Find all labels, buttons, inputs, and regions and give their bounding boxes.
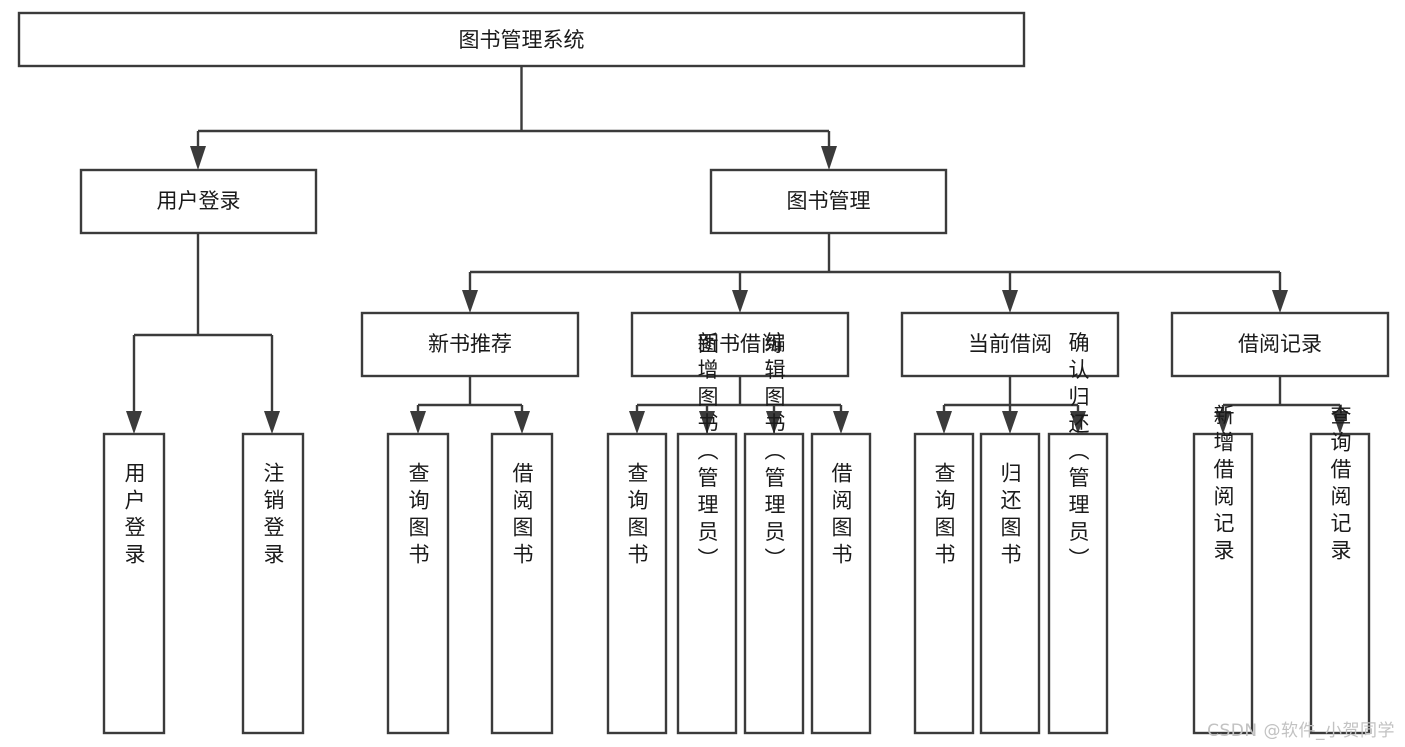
node-leaf-query-record-box[interactable]: [1309, 432, 1371, 735]
node-leaf-return-book[interactable]: 归还图书: [979, 432, 1041, 735]
node-leaf-add-book-box[interactable]: [676, 432, 738, 735]
node-leaf-query-record-label: 查询借阅记录: [1328, 404, 1352, 566]
arrowhead-newbook: [462, 290, 478, 313]
node-book-borrow-label: 图书借阅: [698, 332, 782, 356]
node-leaf-add-book-label: 新增图书（管理员）: [695, 332, 719, 575]
node-user-login-box[interactable]: [79, 168, 318, 235]
arrowhead-user-login-c2: [264, 411, 280, 434]
node-user-login[interactable]: 用户登录: [79, 168, 318, 235]
node-leaf-query-book-2[interactable]: 查询图书: [606, 432, 668, 735]
node-borrow-record[interactable]: 借阅记录: [1170, 311, 1390, 378]
node-leaf-query-book-3-label: 查询图书: [932, 462, 956, 570]
node-book-management[interactable]: 图书管理: [709, 168, 948, 235]
node-user-login-label: 用户登录: [157, 189, 241, 213]
node-borrow-record-label: 借阅记录: [1238, 332, 1322, 356]
node-leaf-borrow-book-1-box[interactable]: [490, 432, 554, 735]
node-leaf-user-login-label: 用户登录: [122, 462, 146, 570]
node-root-box[interactable]: [17, 11, 1026, 68]
node-root[interactable]: 图书管理系统: [17, 11, 1026, 68]
node-leaf-user-login-box[interactable]: [102, 432, 166, 735]
node-leaf-confirm-return[interactable]: 确认归还（管理员）: [1047, 332, 1109, 735]
arrowhead-newbook-c2: [514, 411, 530, 434]
node-leaf-edit-book-box[interactable]: [743, 432, 805, 735]
node-new-book-recommend[interactable]: 新书推荐: [360, 311, 580, 378]
node-leaf-user-login[interactable]: 用户登录: [102, 432, 166, 735]
node-leaf-edit-book[interactable]: 编辑图书（管理员）: [743, 332, 805, 735]
node-leaf-logout[interactable]: 注销登录: [241, 432, 305, 735]
node-leaf-borrow-book-2[interactable]: 借阅图书: [810, 432, 872, 735]
arrowhead-borrow-c4: [833, 411, 849, 434]
arrowhead-record-c1: [1215, 411, 1231, 434]
node-leaf-return-book-label: 归还图书: [998, 462, 1022, 570]
arrowhead-borrow-c3: [766, 411, 782, 434]
node-new-book-recommend-box[interactable]: [360, 311, 580, 378]
node-leaf-add-record[interactable]: 新增借阅记录: [1192, 404, 1254, 735]
node-leaf-query-book-1-label: 查询图书: [406, 462, 430, 570]
node-leaf-query-book-3[interactable]: 查询图书: [913, 432, 975, 735]
arrowhead-user-login-c1: [126, 411, 142, 434]
node-book-management-label: 图书管理: [787, 189, 871, 213]
node-book-management-box[interactable]: [709, 168, 948, 235]
node-leaf-confirm-return-box[interactable]: [1047, 432, 1109, 735]
node-leaf-query-book-2-label: 查询图书: [625, 462, 649, 570]
node-book-borrow[interactable]: 图书借阅: [630, 311, 850, 378]
node-current-borrow[interactable]: 当前借阅: [900, 311, 1120, 378]
node-leaf-query-book-3-box[interactable]: [913, 432, 975, 735]
node-book-borrow-box[interactable]: [630, 311, 850, 378]
arrowhead-current-c2: [1002, 411, 1018, 434]
arrowhead-book-mgmt: [821, 146, 837, 170]
arrowhead-current-c1: [936, 411, 952, 434]
arrowhead-borrow: [732, 290, 748, 313]
node-new-book-recommend-label: 新书推荐: [428, 332, 512, 356]
arrowhead-user-login: [190, 146, 206, 170]
node-leaf-confirm-return-label: 确认归还（管理员）: [1066, 332, 1090, 575]
arrowhead-current: [1002, 290, 1018, 313]
node-leaf-return-book-box[interactable]: [979, 432, 1041, 735]
node-leaf-query-record[interactable]: 查询借阅记录: [1309, 404, 1371, 735]
node-leaf-add-record-box[interactable]: [1192, 432, 1254, 735]
node-borrow-record-box[interactable]: [1170, 311, 1390, 378]
node-leaf-borrow-book-1-label: 借阅图书: [510, 462, 534, 570]
node-leaf-logout-box[interactable]: [241, 432, 305, 735]
node-root-label: 图书管理系统: [459, 28, 585, 52]
arrowhead-record: [1272, 290, 1288, 313]
connector-group: [126, 66, 1348, 434]
node-leaf-edit-book-label: 编辑图书（管理员）: [762, 332, 786, 575]
node-leaf-add-book[interactable]: 新增图书（管理员）: [676, 332, 738, 735]
arrowhead-borrow-c1: [629, 411, 645, 434]
node-leaf-add-record-label: 新增借阅记录: [1211, 404, 1235, 566]
node-leaf-query-book-1-box[interactable]: [386, 432, 450, 735]
node-leaf-query-book-2-box[interactable]: [606, 432, 668, 735]
arrowhead-record-c2: [1332, 411, 1348, 434]
node-leaf-borrow-book-2-label: 借阅图书: [829, 462, 853, 570]
node-current-borrow-label: 当前借阅: [968, 332, 1052, 356]
arrowhead-newbook-c1: [410, 411, 426, 434]
arrowhead-current-c3: [1070, 411, 1086, 434]
node-current-borrow-box[interactable]: [900, 311, 1120, 378]
node-leaf-borrow-book-1[interactable]: 借阅图书: [490, 432, 554, 735]
node-leaf-logout-label: 注销登录: [261, 462, 285, 570]
node-leaf-query-book-1[interactable]: 查询图书: [386, 432, 450, 735]
arrowhead-borrow-c2: [699, 411, 715, 434]
node-leaf-borrow-book-2-box[interactable]: [810, 432, 872, 735]
